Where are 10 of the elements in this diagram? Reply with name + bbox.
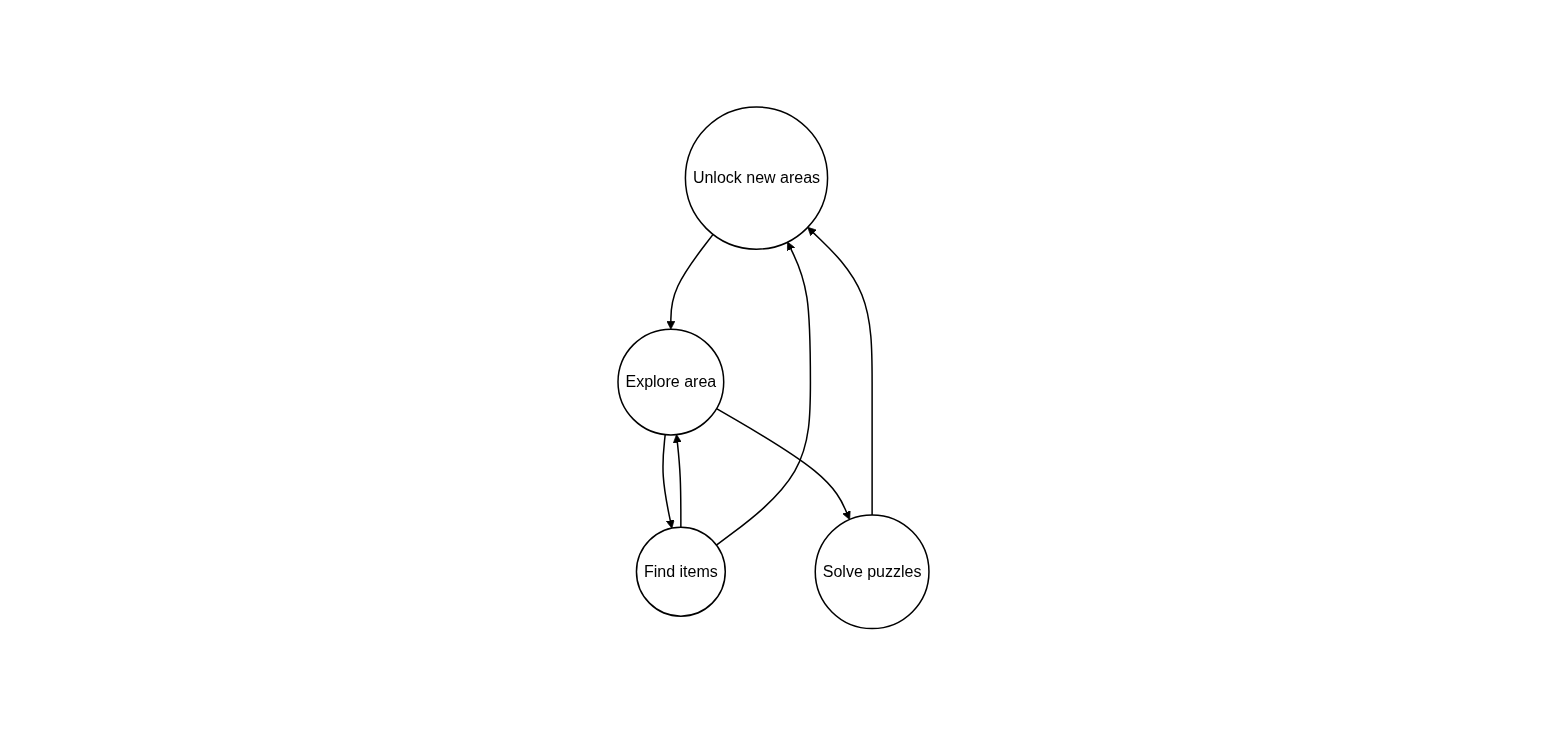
- node-circle: Find items: [635, 526, 726, 618]
- node-circle: Unlock new areas: [684, 106, 829, 251]
- node-circle: Solve puzzles: [814, 514, 930, 630]
- node-circle: Explore area: [617, 328, 725, 436]
- arrow: [715, 241, 812, 547]
- arrow: [666, 233, 714, 330]
- arrow: [662, 434, 675, 529]
- arrow: [807, 227, 873, 516]
- arrow: [715, 408, 851, 521]
- arrow: [673, 434, 682, 529]
